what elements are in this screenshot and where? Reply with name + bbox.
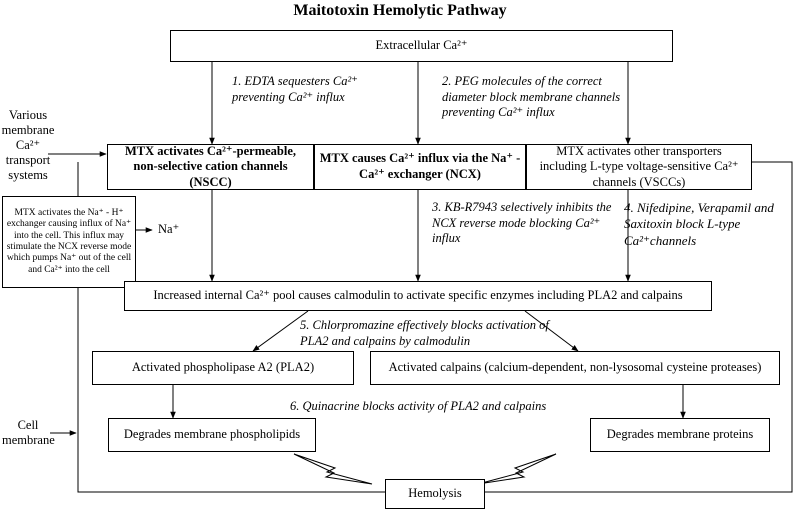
note-4-nifedipine: 4. Nifedipine, Verapamil and Saxitoxin b… bbox=[624, 200, 774, 248]
calmodulin-box: Increased internal Ca²⁺ pool causes calm… bbox=[124, 281, 712, 311]
pla2-box: Activated phospholipase A2 (PLA2) bbox=[92, 351, 354, 385]
nhe-box: MTX activates the Na⁺ - H⁺ exchanger cau… bbox=[2, 196, 136, 288]
note-2-peg: 2. PEG molecules of the correct diameter… bbox=[442, 74, 621, 120]
lightning-bolt-right-icon bbox=[477, 453, 557, 485]
hemolysis-box: Hemolysis bbox=[385, 479, 485, 509]
na-label: Na⁺ bbox=[158, 222, 180, 236]
cell-membrane-label: Cell membrane bbox=[2, 418, 55, 447]
note-3-kbr7943: 3. KB-R7943 selectively inhibits the NCX… bbox=[432, 200, 612, 246]
vscc-box: MTX activates other transporters includi… bbox=[526, 144, 752, 190]
transport-systems-label: Various membrane Ca²⁺ transport systems bbox=[1, 108, 55, 182]
arrow-calmodulin-to-pla2 bbox=[252, 310, 309, 352]
note-1-edta: 1. EDTA sequesters Ca²⁺ preventing Ca²⁺ … bbox=[232, 74, 358, 104]
nscc-box: MTX activates Ca²⁺-permeable, non-select… bbox=[107, 144, 314, 190]
page-title: Maitotoxin Hemolytic Pathway bbox=[293, 2, 507, 19]
phospholipids-box: Degrades membrane phospholipids bbox=[108, 418, 316, 452]
arrow-calmodulin-to-calpains bbox=[524, 310, 579, 352]
calpains-box: Activated calpains (calcium-dependent, n… bbox=[370, 351, 780, 385]
note-5-chlorpromazine: 5. Chlorpromazine effectively blocks act… bbox=[300, 318, 549, 348]
note-6-quinacrine: 6. Quinacrine blocks activity of PLA2 an… bbox=[290, 399, 547, 413]
ncx-box: MTX causes Ca²⁺ influx via the Na⁺ -Ca²⁺… bbox=[314, 144, 526, 190]
extracellular-calcium-box: Extracellular Ca²⁺ bbox=[170, 30, 673, 62]
lightning-bolt-left-icon bbox=[293, 453, 373, 485]
proteins-box: Degrades membrane proteins bbox=[590, 418, 770, 452]
